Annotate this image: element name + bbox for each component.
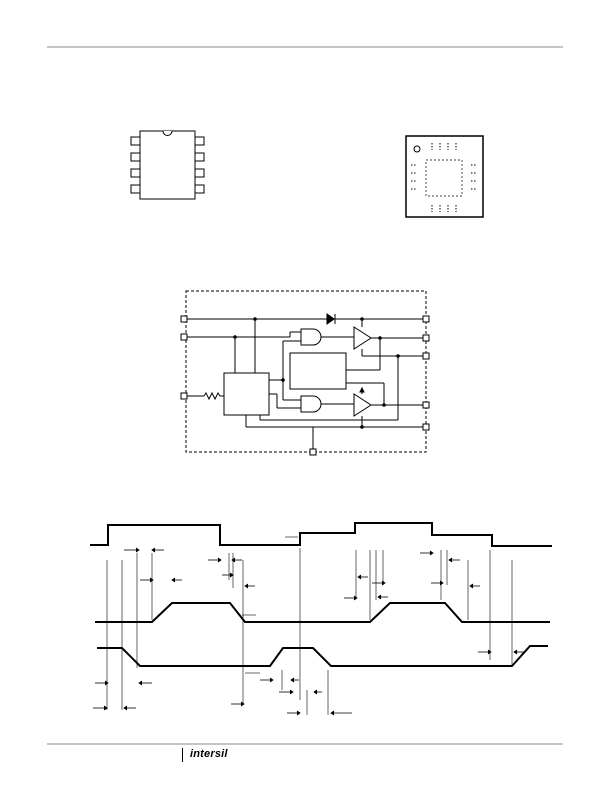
waveform-input <box>90 522 552 547</box>
dip8-pin-3 <box>130 168 141 178</box>
dip8-pin-8 <box>194 136 205 146</box>
terminal-bottom <box>309 448 317 456</box>
bias-arrow-marker <box>359 386 365 393</box>
dip8-pin-5 <box>194 184 205 194</box>
qfn16-left-pads <box>411 164 417 190</box>
dip8-pin-7 <box>194 152 205 162</box>
terminal-right-2 <box>422 334 430 342</box>
terminal-right-5 <box>422 423 430 431</box>
waveform-high-side-output <box>95 602 550 623</box>
dip8-body <box>139 130 196 200</box>
dip8-pin-2 <box>130 152 141 162</box>
input-logic-block <box>223 372 270 416</box>
qfn16-package-outline <box>405 135 484 218</box>
qfn16-thermal-pad <box>425 159 463 197</box>
junction-dots <box>233 317 400 429</box>
dip8-pin-1 <box>130 136 141 146</box>
lower-driver-buffer <box>353 393 372 417</box>
bootstrap-diode-symbol <box>326 313 335 325</box>
block-diagram-dashed-border <box>185 290 427 453</box>
lower-and-gate <box>300 395 322 413</box>
qfn16-pin1-marker <box>413 145 421 153</box>
terminal-left-1 <box>180 315 188 323</box>
intersil-logo: intersil <box>178 748 258 768</box>
logo-wordmark: intersil <box>190 748 228 760</box>
upper-and-gate <box>300 328 322 346</box>
functional-block-diagram <box>180 290 430 456</box>
terminal-left-2 <box>180 333 188 341</box>
dip8-pin-6 <box>194 168 205 178</box>
terminal-left-3 <box>180 392 188 400</box>
terminal-right-3 <box>422 352 430 360</box>
level-shifter-block <box>289 352 347 390</box>
input-resistor-symbol <box>203 391 221 401</box>
dip8-package-outline <box>130 130 205 200</box>
timing-arrows <box>93 547 524 716</box>
waveform-low-side-output <box>97 645 548 667</box>
terminal-right-4 <box>422 401 430 409</box>
qfn16-top-pads <box>431 143 457 150</box>
qfn16-body <box>405 135 484 218</box>
qfn16-bottom-pads <box>431 205 457 212</box>
terminal-right-1 <box>422 315 430 323</box>
dip8-pin-4 <box>130 184 141 194</box>
logo-divider <box>182 748 183 762</box>
timing-reference-lines <box>106 536 513 715</box>
qfn16-right-pads <box>471 164 477 190</box>
upper-driver-buffer <box>353 326 372 350</box>
dip8-notch <box>162 130 173 136</box>
timing-diagram <box>90 522 552 716</box>
